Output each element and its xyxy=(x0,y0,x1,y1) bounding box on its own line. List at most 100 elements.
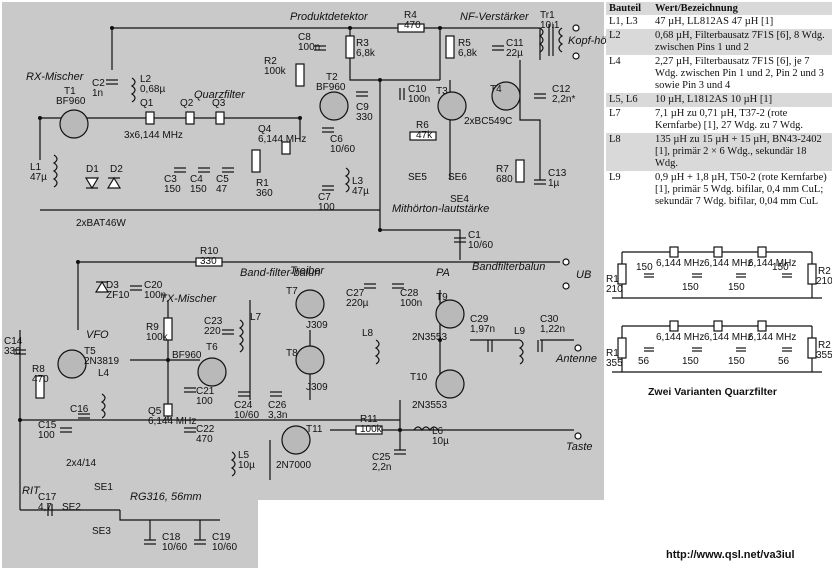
variant-a-c2-value: 150 xyxy=(682,282,699,293)
variant-b-q1 xyxy=(669,320,679,332)
component-ref: D2 xyxy=(110,164,123,175)
component-ref: C19 xyxy=(212,532,231,543)
component-ref: R2 xyxy=(264,56,277,67)
component-ref: C30 xyxy=(540,314,559,325)
capacitor-c12 xyxy=(534,93,546,99)
capacitor-c22 xyxy=(184,427,196,433)
label-quartz-filter: Quarzfilter xyxy=(194,89,246,101)
component-value: 10/60 xyxy=(162,542,187,553)
component-ref: C22 xyxy=(196,424,215,435)
component-value: 47µ xyxy=(352,186,369,197)
cell-part: L9 xyxy=(609,172,621,183)
cell-part: L7 xyxy=(609,108,621,119)
component-ref: C2 xyxy=(92,78,105,89)
resistor-r1 xyxy=(251,149,261,173)
component-ref: C4 xyxy=(190,174,203,185)
transformer-tr1 xyxy=(538,24,564,56)
type-t10: 2N3553 xyxy=(412,400,447,411)
component-ref: C5 xyxy=(216,174,229,185)
wiring xyxy=(19,27,574,540)
section-labels: RX-Mischer Produktdetektor NF-Verstärker… xyxy=(22,11,621,503)
component-ref: C28 xyxy=(400,288,419,299)
component-value: 470 xyxy=(196,434,213,445)
variant-a-q3 xyxy=(757,246,767,258)
resistor-r8 xyxy=(35,375,45,399)
component-value: 0,68µ xyxy=(140,84,165,95)
transistor-labels: T1 BF960 T2 BF960 T3 T4 2xBC549C T5 2N38… xyxy=(56,72,512,471)
component-value: 2,2n xyxy=(372,462,391,473)
component-ref: R8 xyxy=(32,364,45,375)
crystal-q2 xyxy=(185,111,195,125)
type-t3-t4: 2xBC549C xyxy=(464,116,512,127)
component-ref: SE2 xyxy=(62,502,81,513)
label-coax: RG316, 56mm xyxy=(130,491,202,503)
capacitor-c23 xyxy=(222,329,234,335)
inductor-l6 xyxy=(413,426,439,432)
quartz-filter-variants: R1 210 R2 210 150 150 150 150 6,144 MHz … xyxy=(606,246,832,373)
header-part: Bauteil xyxy=(606,2,652,15)
cell-part: L1, L3 xyxy=(609,16,638,27)
component-ref: C12 xyxy=(552,84,571,95)
component-value: 100n xyxy=(400,298,422,309)
variant-a-r1-value: 210 xyxy=(606,284,623,295)
component-ref: L5 xyxy=(238,450,250,461)
component-value: 100n xyxy=(408,94,430,105)
component-ref: C7 xyxy=(318,192,331,203)
component-value: ZF10 xyxy=(106,290,130,301)
component-ref: C13 xyxy=(548,168,567,179)
resistor-r9 xyxy=(163,317,173,341)
transistor-t2 xyxy=(319,91,349,121)
capacitor-c6 xyxy=(322,127,334,133)
variant-b: R1 355 R2 355 56 150 150 56 6,144 MHz 6,… xyxy=(606,320,832,373)
label-monitor: Mithörton-lautstärke xyxy=(392,203,489,215)
component-value: 680 xyxy=(496,174,513,185)
transistor-t5 xyxy=(57,349,87,379)
component-value: 470 xyxy=(404,20,421,31)
terminal-headphones xyxy=(572,24,580,60)
component-ref: L6 xyxy=(432,426,444,437)
component-ref: SE3 xyxy=(92,526,111,537)
inductor-l5 xyxy=(230,451,236,477)
component-ref: D1 xyxy=(86,164,99,175)
component-value: 330 xyxy=(356,112,373,123)
variant-a-r2 xyxy=(807,263,817,285)
component-ref: Q3 xyxy=(212,98,226,109)
variant-a-q2 xyxy=(713,246,723,258)
capacitor-c21 xyxy=(184,387,196,393)
component-ref: C6 xyxy=(330,134,343,145)
capacitor-c26 xyxy=(270,391,282,397)
component-ref: C21 xyxy=(196,386,215,397)
capacitor-c11 xyxy=(492,45,504,51)
variant-a: R1 210 R2 210 150 150 150 150 6,144 MHz … xyxy=(606,246,832,299)
component-value: 10/60 xyxy=(468,240,493,251)
variant-b-q3 xyxy=(757,320,767,332)
capacitor-c14 xyxy=(14,349,26,355)
variant-b-c1-value: 56 xyxy=(638,356,650,367)
component-value: 220 xyxy=(204,326,221,337)
transistor-t6 xyxy=(197,357,227,387)
capacitor-c19 xyxy=(194,539,206,545)
cell-part: L2 xyxy=(606,29,652,55)
quartz-variants-caption: Zwei Varianten Quarzfilter xyxy=(648,386,777,398)
table-row: L9 0,9 µH + 1,8 µH, T50-2 (rote Kernfarbe… xyxy=(606,171,832,209)
type-t7: J309 xyxy=(306,320,328,331)
cell-value: 135 µH zu 15 µH + 15 µH, BN43-2402 [1], … xyxy=(652,133,832,171)
ref-t4: T4 xyxy=(490,84,502,95)
resistor-r2 xyxy=(295,63,305,87)
variant-a-r1 xyxy=(617,263,627,285)
component-value: 47 xyxy=(216,184,228,195)
component-value: 3,3n xyxy=(268,410,287,421)
component-ref: C25 xyxy=(372,452,391,463)
variant-a-q1 xyxy=(669,246,679,258)
component-ref: D3 xyxy=(106,280,119,291)
cell-value: 0,9 µH + 1,8 µH, T50-2 (rote Kernfarbe) … xyxy=(655,172,827,207)
capacitor-c17 xyxy=(47,504,53,516)
inductor-l9 xyxy=(518,339,524,365)
component-value: 100k xyxy=(264,66,287,77)
component-ref: C8 xyxy=(298,32,311,43)
component-ref: L4 xyxy=(98,368,110,379)
type-t5: 2N3819 xyxy=(84,356,119,367)
component-value: 22µ xyxy=(506,48,523,59)
component-value: 100k xyxy=(146,332,169,343)
